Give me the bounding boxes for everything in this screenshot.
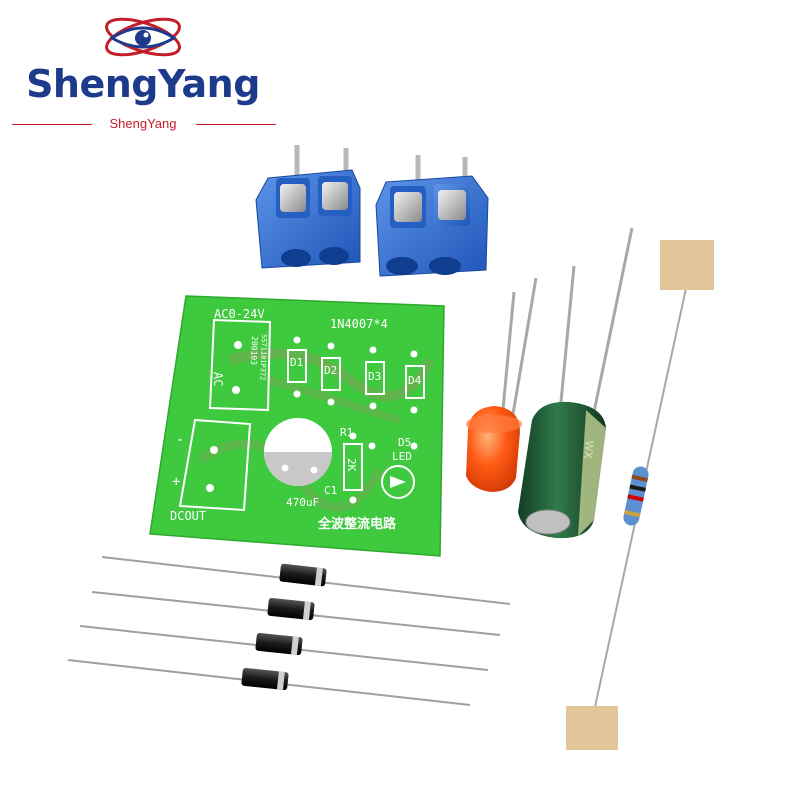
pcb-input-label: AC0-24V [214, 307, 265, 321]
resistor-with-tape [566, 240, 714, 750]
capacitor-marking: WX [581, 440, 596, 460]
pcb-d1-label: D1 [290, 356, 303, 369]
pcb-d2-label: D2 [324, 364, 337, 377]
pcb-d3-label: D3 [368, 370, 381, 383]
rectifier-diode-2 [91, 591, 501, 636]
electrolytic-capacitor: WX [518, 227, 634, 539]
divider [12, 124, 92, 125]
pcb-resistor-value: 2K [345, 458, 358, 472]
pcb-title-cn: 全波整流电路 [317, 516, 397, 532]
pcb-cap-value: 470uF [286, 496, 319, 509]
brand-logo: ShengYang ShengYang [0, 0, 290, 140]
pcb-ac-label: AC [211, 372, 225, 386]
pcb-output-label: DCOUT [170, 509, 206, 523]
pcb-d4-label: D4 [408, 374, 422, 387]
pcb-led-label: LED [392, 450, 412, 463]
brand-tagline: ShengYang [109, 116, 177, 131]
pcb-diode-spec: 1N4007*4 [330, 317, 388, 331]
pcb-part-code: SS71181P372 [258, 334, 268, 381]
screw-terminal-left [255, 145, 361, 269]
rectifier-diode-1 [101, 556, 511, 605]
pcb-date-code: 200103 [249, 336, 259, 365]
pcb-r1-label: R1 [340, 426, 353, 439]
pcb-minus-label: - [176, 432, 184, 448]
screw-terminal-right [375, 155, 489, 277]
divider [196, 124, 276, 125]
pcb-plus-label: + [172, 474, 180, 490]
eye-emblem-icon [105, 17, 181, 57]
brand-name: ShengYang [26, 62, 260, 106]
pcb-c1-label: C1 [324, 484, 337, 497]
pcb-d5-label: D5 [398, 436, 411, 449]
rectifier-diode-4 [67, 659, 471, 706]
red-led [466, 277, 538, 492]
rectifier-diode-3 [79, 625, 489, 671]
pcb-board: AC0-24V 1N4007*4 AC 200103 SS71181P372 D… [149, 295, 445, 557]
